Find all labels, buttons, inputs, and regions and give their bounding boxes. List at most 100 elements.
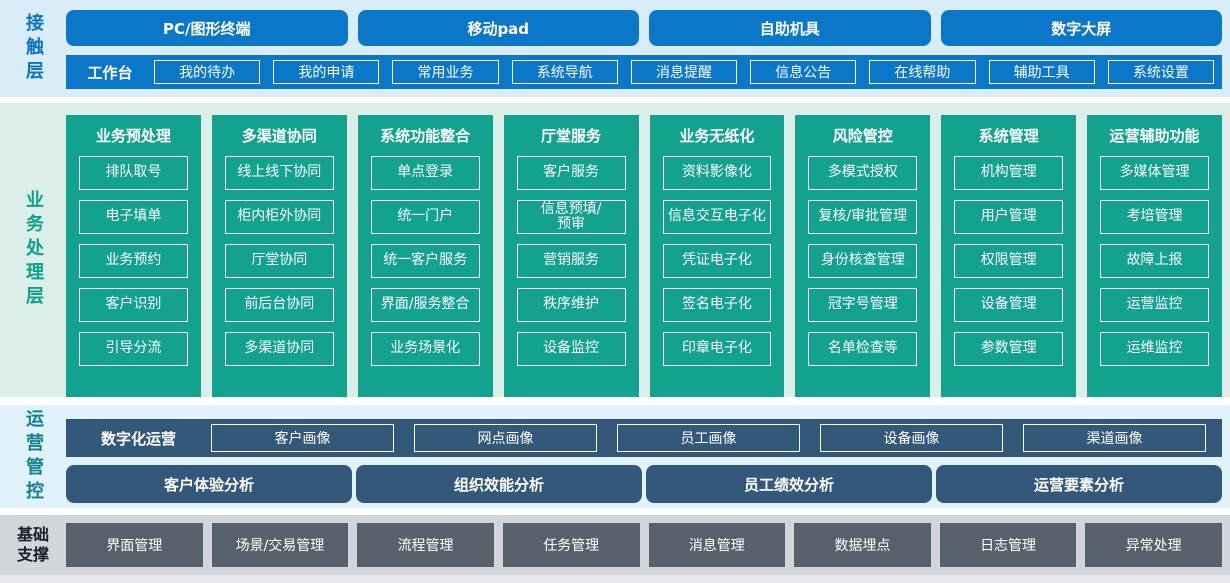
business-item-box: 厅堂协同 — [224, 244, 334, 278]
business-item-box: 引导分流 — [79, 332, 188, 366]
contact-layer-label: 接触层 — [0, 0, 66, 97]
business-layer-label-text: 业务处理层 — [23, 190, 44, 310]
business-item-box: 界面/服务整合 — [370, 288, 480, 322]
digital-ops-item: 渠道画像 — [1023, 424, 1206, 452]
business-column-title: 风险管控 — [832, 127, 893, 145]
business-item-box: 信息交互电子化 — [662, 200, 772, 234]
business-column: 系统功能整合 单点登录统一门户统一客户服务界面/服务整合业务场景化 — [357, 115, 493, 397]
business-column-items: 客户服务信息预填/ 预审营销服务秩序维护设备监控 — [504, 156, 639, 381]
business-column-items: 线上线下协同柜内柜外协同厅堂协同前后台协同多渠道协同 — [212, 156, 347, 381]
workbench-item: 信息公告 — [750, 60, 857, 84]
business-item-box: 名单检查等 — [808, 332, 918, 366]
workbench-item: 我的待办 — [154, 60, 261, 84]
business-item-box: 统一门户 — [370, 200, 480, 234]
business-processing-layer: 业务处理层 业务预处理 排队取号电子填单业务预约客户识别引导分流 多渠道协同 线… — [0, 103, 1230, 397]
workbench-item: 在线帮助 — [869, 60, 976, 84]
business-item-box: 复核/审批管理 — [808, 200, 918, 234]
business-item-box: 印章电子化 — [662, 332, 772, 366]
business-item-box: 柜内柜外协同 — [224, 200, 334, 234]
business-item-box: 排队取号 — [79, 156, 188, 190]
digital-ops-label: 数字化运营 — [100, 429, 176, 448]
business-item-box: 运营监控 — [1100, 288, 1209, 322]
section-divider — [0, 97, 1230, 103]
workbench-label: 工作台 — [87, 63, 133, 82]
channel-box: PC/图形终端 — [66, 10, 348, 46]
channel-box: 数字大屏 — [940, 10, 1222, 46]
base-item-box: 流程管理 — [357, 523, 494, 567]
base-item-box: 任务管理 — [502, 523, 640, 567]
business-column-title: 厅堂服务 — [541, 127, 602, 145]
business-item-box: 电子填单 — [79, 200, 188, 234]
business-column-title: 业务预处理 — [95, 127, 171, 145]
base-item-box: 界面管理 — [66, 523, 203, 567]
base-support-layer: 基础支撑 界面管理场景/交易管理流程管理任务管理消息管理数据埋点日志管理异常处理 — [0, 515, 1230, 575]
business-column: 风险管控 多模式授权复核/审批管理身份核查管理冠字号管理名单检查等 — [795, 115, 931, 397]
channel-box: 自助机具 — [649, 10, 931, 46]
business-item-box: 考培管理 — [1100, 200, 1209, 234]
base-layer-label-text: 基础支撑 — [16, 525, 49, 564]
base-item-box: 日志管理 — [939, 523, 1077, 567]
section-divider — [0, 508, 1230, 515]
business-item-box: 业务场景化 — [370, 332, 480, 366]
bottom-strip — [0, 575, 1230, 583]
analysis-box: 组织效能分析 — [356, 465, 642, 503]
business-item-box: 客户识别 — [79, 288, 188, 322]
business-item-box: 设备管理 — [954, 288, 1064, 322]
business-column-title: 系统功能整合 — [380, 127, 471, 145]
business-item-box: 冠字号管理 — [808, 288, 918, 322]
business-layer-label: 业务处理层 — [0, 103, 66, 397]
section-divider — [0, 397, 1230, 405]
digital-ops-item: 设备画像 — [820, 424, 1003, 452]
business-column-title: 运营辅助功能 — [1109, 127, 1200, 145]
business-item-box: 权限管理 — [954, 244, 1064, 278]
business-item-box: 故障上报 — [1100, 244, 1209, 278]
business-item-box: 机构管理 — [954, 156, 1064, 190]
business-item-box: 统一客户服务 — [370, 244, 480, 278]
business-column: 业务预处理 排队取号电子填单业务预约客户识别引导分流 — [66, 115, 201, 397]
analysis-box: 员工绩效分析 — [646, 465, 932, 503]
business-item-box: 单点登录 — [370, 156, 480, 190]
business-item-box: 营销服务 — [516, 244, 626, 278]
base-item-box: 场景/交易管理 — [211, 523, 349, 567]
business-column: 系统管理 机构管理用户管理权限管理设备管理参数管理 — [941, 115, 1077, 397]
business-item-box: 信息预填/ 预审 — [516, 200, 626, 234]
base-item-box: 数据埋点 — [794, 523, 931, 567]
business-item-box: 前后台协同 — [224, 288, 334, 322]
workbench-bar: 工作台 我的待办我的申请常用业务系统导航消息提醒信息公告在线帮助辅助工具系统设置 — [66, 55, 1222, 89]
digital-ops-item: 客户画像 — [211, 424, 394, 452]
business-columns: 业务预处理 排队取号电子填单业务预约客户识别引导分流 多渠道协同 线上线下协同柜… — [66, 103, 1230, 397]
workbench-items: 我的待办我的申请常用业务系统导航消息提醒信息公告在线帮助辅助工具系统设置 — [154, 60, 1214, 84]
business-item-box: 用户管理 — [954, 200, 1064, 234]
ops-layer-label: 运营管控 — [0, 405, 66, 508]
operations-control-layer: 运营管控 数字化运营 客户画像网点画像员工画像设备画像渠道画像 客户体验分析组织… — [0, 405, 1230, 508]
analysis-box: 运营要素分析 — [936, 465, 1222, 503]
business-column-title: 多渠道协同 — [241, 127, 317, 145]
base-item-box: 异常处理 — [1085, 523, 1222, 567]
business-column-items: 多媒体管理考培管理故障上报运营监控运维监控 — [1087, 156, 1222, 381]
business-item-box: 签名电子化 — [662, 288, 772, 322]
business-item-box: 业务预约 — [79, 244, 188, 278]
business-item-box: 设备监控 — [516, 332, 626, 366]
business-column: 多渠道协同 线上线下协同柜内柜外协同厅堂协同前后台协同多渠道协同 — [211, 115, 347, 397]
business-item-box: 凭证电子化 — [662, 244, 772, 278]
business-column-items: 单点登录统一门户统一客户服务界面/服务整合业务场景化 — [358, 156, 493, 381]
workbench-item: 系统导航 — [511, 60, 618, 84]
business-column-items: 机构管理用户管理权限管理设备管理参数管理 — [941, 156, 1076, 381]
business-item-box: 客户服务 — [516, 156, 626, 190]
workbench-item: 系统设置 — [1107, 60, 1214, 84]
analysis-row: 客户体验分析组织效能分析员工绩效分析运营要素分析 — [66, 465, 1222, 503]
digital-ops-item: 员工画像 — [617, 424, 800, 452]
business-item-box: 多渠道协同 — [224, 332, 334, 366]
ops-layer-label-text: 运营管控 — [23, 408, 44, 505]
base-items: 界面管理场景/交易管理流程管理任务管理消息管理数据埋点日志管理异常处理 — [66, 515, 1230, 575]
digital-ops-bar: 数字化运营 客户画像网点画像员工画像设备画像渠道画像 — [66, 419, 1222, 457]
business-column: 厅堂服务 客户服务信息预填/ 预审营销服务秩序维护设备监控 — [503, 115, 639, 397]
contact-layer-label-text: 接触层 — [23, 12, 44, 85]
business-column-title: 业务无纸化 — [679, 127, 755, 145]
business-item-box: 身份核查管理 — [808, 244, 918, 278]
business-item-box: 多模式授权 — [808, 156, 918, 190]
business-item-box: 参数管理 — [954, 332, 1064, 366]
